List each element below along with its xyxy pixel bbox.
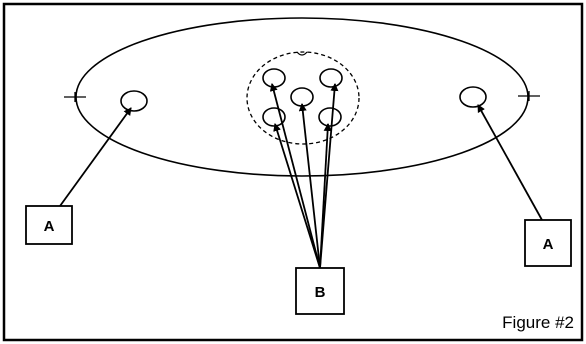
center-hole-top-right [319, 68, 343, 88]
center-hole-bottom-right [318, 107, 342, 127]
left-tick-mark [64, 92, 86, 102]
right-tick-mark [518, 91, 540, 101]
arrows-b [269, 83, 339, 269]
figure-caption: Figure #2 [502, 313, 574, 332]
label-b-text: B [315, 284, 326, 301]
label-a-right-text: A [543, 236, 554, 253]
center-hole-cluster [246, 51, 360, 145]
label-a-right: A [524, 219, 572, 267]
arrow-a-left [59, 107, 132, 207]
center-hole-top-left [262, 68, 286, 88]
label-a-left: A [25, 205, 73, 245]
right-hole [459, 86, 487, 108]
arrow-a-right [477, 104, 543, 221]
label-b: B [295, 267, 345, 315]
center-hole-middle [290, 87, 314, 107]
center-notch [296, 51, 308, 56]
left-hole [120, 90, 148, 112]
label-a-left-text: A [44, 218, 55, 235]
